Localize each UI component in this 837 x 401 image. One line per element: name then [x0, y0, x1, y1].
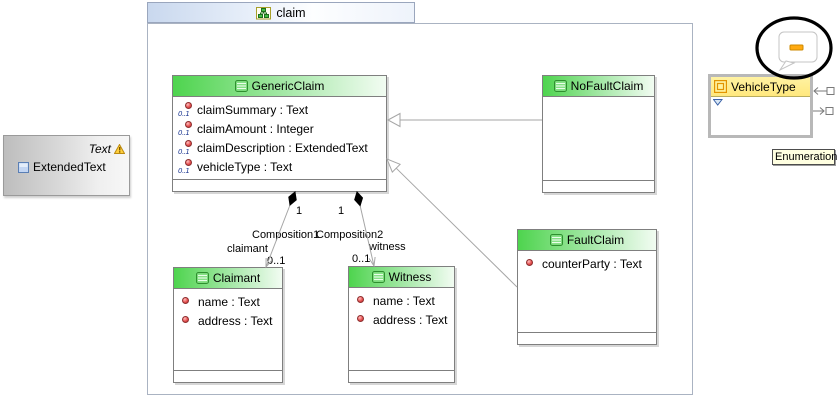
incoming-connection-handle[interactable]	[813, 87, 835, 95]
comment-tool-icon[interactable]	[778, 31, 818, 72]
attribute-row[interactable]: name : Text	[349, 291, 454, 310]
attribute-row[interactable]: 0..1 claimAmount : Integer	[173, 119, 386, 138]
datatype-box-extendedtext[interactable]: Text ExtendedText	[3, 135, 130, 196]
attribute-row[interactable]: name : Text	[174, 292, 282, 311]
enumeration-vehicletype[interactable]: VehicleType	[708, 74, 813, 138]
datatype-icon	[18, 161, 29, 173]
class-faultclaim[interactable]: FaultClaim counterParty : Text	[517, 229, 657, 345]
class-name: GenericClaim	[251, 79, 325, 93]
attributes-compartment: name : Text address : Text	[174, 289, 282, 330]
attributes-compartment: counterParty : Text	[518, 251, 656, 273]
attributes-compartment: 0..1 claimSummary : Text 0..1 claimAmoun…	[173, 97, 386, 176]
attribute-text: counterParty : Text	[542, 256, 642, 271]
class-icon	[553, 80, 567, 92]
class-witness[interactable]: Witness name : Text address : Text	[348, 266, 455, 383]
attribute-row[interactable]: 0..1 claimDescription : ExtendedText	[173, 138, 386, 157]
property-icon	[354, 312, 370, 327]
attribute-row[interactable]: 0..1 claimSummary : Text	[173, 100, 386, 119]
enumeration-body[interactable]	[711, 97, 810, 135]
class-header[interactable]: GenericClaim	[173, 76, 386, 97]
composition2-source-multiplicity[interactable]: 1	[338, 205, 345, 217]
datatype-name: ExtendedText	[33, 160, 106, 174]
class-genericclaim[interactable]: GenericClaim 0..1 claimSummary : Text 0.…	[172, 75, 387, 192]
composition2-role-label[interactable]: witness	[369, 241, 406, 253]
enumeration-icon	[714, 80, 727, 93]
property-icon: 0..1	[178, 102, 194, 118]
composition1-source-multiplicity[interactable]: 1	[296, 205, 303, 217]
outgoing-connection-handle[interactable]	[813, 107, 834, 115]
composition1-target-multiplicity[interactable]: 0..1	[267, 255, 286, 267]
attribute-row[interactable]: 0..1 vehicleType : Text	[173, 157, 386, 176]
tooltip-enumeration: Enumeration	[772, 149, 837, 165]
package-icon	[256, 6, 272, 20]
operations-compartment	[543, 180, 654, 192]
composition1-role-label[interactable]: claimant	[227, 243, 268, 255]
property-icon	[179, 294, 195, 309]
class-name: Witness	[388, 270, 432, 284]
class-icon	[195, 272, 209, 284]
attribute-text: name : Text	[373, 293, 435, 308]
operations-compartment	[518, 332, 656, 344]
class-icon	[371, 271, 385, 283]
property-icon	[179, 313, 195, 328]
warning-icon	[114, 144, 125, 154]
class-name: Claimant	[212, 271, 261, 285]
attribute-text: address : Text	[373, 312, 448, 327]
class-icon	[549, 234, 563, 246]
class-header[interactable]: Witness	[349, 267, 454, 288]
class-icon	[234, 80, 248, 92]
operations-compartment	[173, 179, 386, 191]
collapse-triangle-icon[interactable]	[713, 99, 723, 106]
class-name: NoFaultClaim	[570, 79, 644, 93]
attribute-text: claimAmount : Integer	[197, 121, 314, 136]
composition2-name-label[interactable]: Composition2	[316, 229, 384, 241]
enumeration-header[interactable]: VehicleType	[711, 77, 810, 97]
composition2-target-multiplicity[interactable]: 0..1	[352, 253, 371, 265]
property-icon	[354, 293, 370, 308]
attribute-row[interactable]: counterParty : Text	[518, 254, 656, 273]
package-tab[interactable]: claim	[147, 2, 415, 23]
property-icon	[523, 256, 539, 271]
property-icon: 0..1	[178, 140, 194, 156]
datatype-stereotype: Text	[88, 142, 111, 156]
class-header[interactable]: FaultClaim	[518, 230, 656, 251]
class-nofaultclaim[interactable]: NoFaultClaim	[542, 75, 655, 193]
class-header[interactable]: NoFaultClaim	[543, 76, 654, 97]
class-name: FaultClaim	[566, 233, 625, 247]
enumeration-name: VehicleType	[731, 79, 796, 94]
attribute-text: claimDescription : ExtendedText	[197, 140, 368, 155]
property-icon: 0..1	[178, 121, 194, 137]
attribute-row[interactable]: address : Text	[174, 311, 282, 330]
class-claimant[interactable]: Claimant name : Text address : Text	[173, 267, 283, 383]
operations-compartment	[349, 370, 454, 382]
attributes-compartment: name : Text address : Text	[349, 288, 454, 329]
attribute-text: vehicleType : Text	[197, 159, 293, 174]
property-icon: 0..1	[178, 159, 194, 175]
attribute-text: claimSummary : Text	[197, 102, 309, 117]
tooltip-text: Enumeration	[775, 151, 837, 163]
annotation-circle	[755, 16, 833, 80]
operations-compartment	[174, 370, 282, 382]
attributes-compartment	[543, 97, 654, 100]
attribute-row[interactable]: address : Text	[349, 310, 454, 329]
attribute-text: address : Text	[198, 313, 273, 328]
class-header[interactable]: Claimant	[174, 268, 282, 289]
package-title: claim	[276, 5, 306, 20]
composition1-name-label[interactable]: Composition1	[252, 229, 320, 241]
attribute-text: name : Text	[198, 294, 260, 309]
